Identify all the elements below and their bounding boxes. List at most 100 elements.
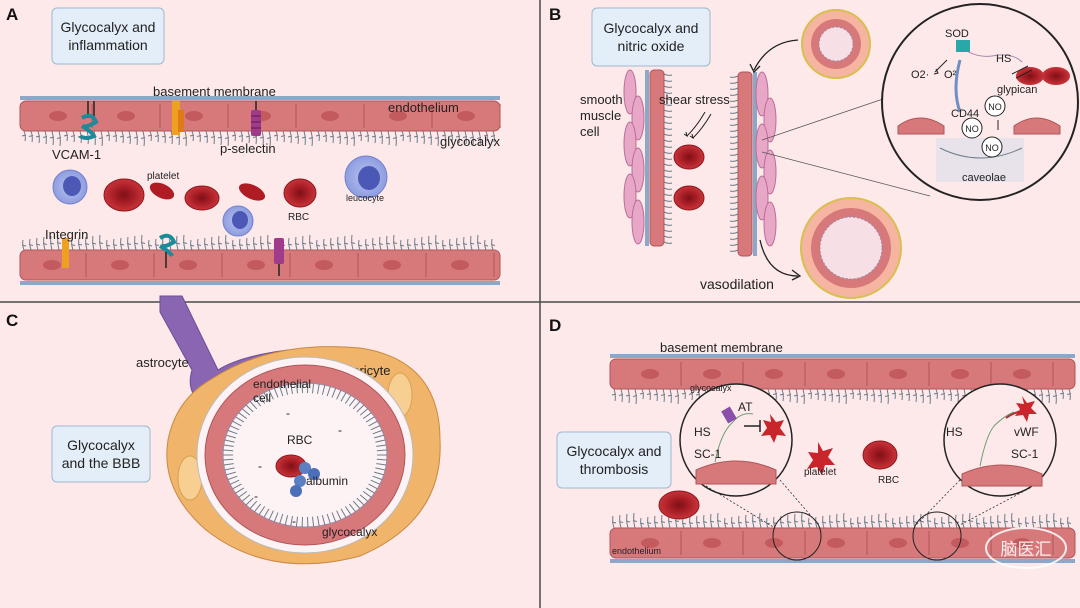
panel-a: Glycocalyx and inflammation [19,7,501,285]
panel-b-hs-label: HS [996,53,1011,65]
panel-b-no-3: NO [985,143,999,153]
cell-nucleus [49,111,67,121]
panel-b-left-basement [645,70,649,246]
panel-c-astrocyte-label: astrocyte [136,355,189,370]
panel-c-charge-1: - [286,406,290,420]
panel-d-focus-left [772,511,822,561]
panel-c-endothelial-label-2: cell [253,391,271,405]
cell-nucleus [457,111,475,121]
cell-nucleus [451,260,469,270]
cell-nucleus [117,111,135,121]
panel-d-sc1-left-label: SC-1 [694,447,722,461]
panel-d-hs-right-label: HS [946,425,963,439]
panel-a-basement-membrane-label: basement membrane [153,84,276,99]
panel-a-bottom-basement-membrane [20,281,500,285]
panel-b: Glycocalyx and nitric oxide smooth muscl… [580,3,1079,299]
panel-d-bottom-basement [610,559,1075,563]
panel-b-caveolae-label: caveolae [962,172,1006,184]
panel-b-zoom-line-2 [761,151,931,197]
smooth-muscle-cell [623,173,637,219]
panel-a-title-line1: Glycocalyx and [61,19,156,35]
cell-nucleus [185,111,203,121]
panel-b-o2-minus-label: O2· [911,69,929,81]
cell-nucleus [703,369,721,379]
panel-a-leucocyte-label: leucocyte [346,193,384,203]
cell-nucleus [383,260,401,270]
cell-nucleus [827,538,845,548]
panel-c-albumin-label: albumin [306,474,348,488]
panel-d-rbc [862,440,898,470]
panel-d-basement-label: basement membrane [660,340,783,355]
panel-a-vcam-label: VCAM-1 [52,147,101,162]
cell-nucleus [315,260,333,270]
panel-c-title-line1: Glycocalyx [67,437,135,453]
panel-b-shear-stress-label: shear stress [659,92,730,107]
panel-d-platelet [807,442,835,475]
panel-b-rbc-1 [673,144,705,170]
panel-d-platelet-label: platelet [804,467,836,478]
panel-a-top-basement-membrane [20,96,500,100]
integrin-bottom-molecule [62,238,69,268]
panel-c-charge-5: - [292,514,296,528]
panel-d-bottom-glycocalyx [611,512,1072,529]
panel-b-right-basement [753,72,757,256]
panel-a-leucocyte-2 [222,205,254,237]
cell-nucleus [389,111,407,121]
panel-d-zoom-left [679,383,793,497]
p-selectin-molecule [251,101,261,136]
panel-d: basement membrane endothelium Glycocalyx… [556,340,1076,569]
panel-a-rbc-1 [103,178,145,212]
panel-a-rbc-3 [238,183,266,201]
panel-a-rbc-4 [283,178,317,208]
panel-d-title-box [556,431,672,489]
cell-nucleus [641,538,659,548]
panel-a-p-selectin-label: p-selectin [220,141,276,156]
smooth-muscle-cell [755,71,769,117]
panel-b-vessel-dilated [800,197,902,299]
panel-b-right-glycocalyx [729,75,739,252]
panel-b-zoom-line-1 [761,97,887,141]
smooth-muscle-cell [631,199,645,245]
vcam-1-molecule [78,101,99,140]
p-selectin-bottom-molecule [274,238,284,276]
panel-b-right-smooth-muscle [755,71,777,247]
panel-c-charge-2: - [338,423,342,437]
cell-nucleus [889,538,907,548]
panel-d-glycocalyx-label: glycocalyx [690,383,732,393]
panel-d-top-basement [610,354,1075,358]
cell-nucleus [1013,538,1031,548]
panel-a-rbc-2 [184,185,220,211]
cell-nucleus [703,538,721,548]
panel-c-glycocalyx-label: glycocalyx [322,525,377,539]
panel-b-glypican-label: glypican [997,84,1037,96]
panel-d-rbc-2 [658,490,700,520]
panel-c: Glycocalyx and the BBB astrocyte pericyt… [51,295,441,565]
panel-b-letter: B [549,5,561,24]
panel-c-title-line2: and the BBB [62,455,141,471]
panel-d-at-label: AT [738,400,753,414]
glycocalyx-ring [223,382,387,528]
panel-b-arrows-to-vessels [749,39,802,281]
vessel-lumen [222,382,388,528]
panel-a-leucocyte-3 [344,155,388,199]
svg-text:脑医汇: 脑医汇 [1001,540,1052,560]
panel-b-no-1: NO [988,102,1002,112]
panel-c-title-box [51,425,151,483]
panel-d-top-nuclei [641,362,1054,386]
cell-nucleus [827,369,845,379]
cell-nucleus [321,111,339,121]
panel-b-sod-label: SOD [945,28,969,40]
panel-a-platelet-label: platelet [147,171,179,182]
cell-nucleus [889,369,907,379]
panel-d-focus-right [912,511,962,561]
panel-b-rbc-2 [673,185,705,211]
panel-c-charge-4: - [254,489,258,503]
panel-a-letter: A [6,5,18,24]
shear-stress-arrows [683,111,712,140]
panel-a-glycocalyx-label: glycocalyx [440,134,500,149]
panel-b-vessel-constricted [801,9,871,79]
panel-a-rbc-label: RBC [288,212,309,223]
panel-d-letter: D [549,316,561,335]
panel-a-bottom-nuclei [43,253,495,277]
